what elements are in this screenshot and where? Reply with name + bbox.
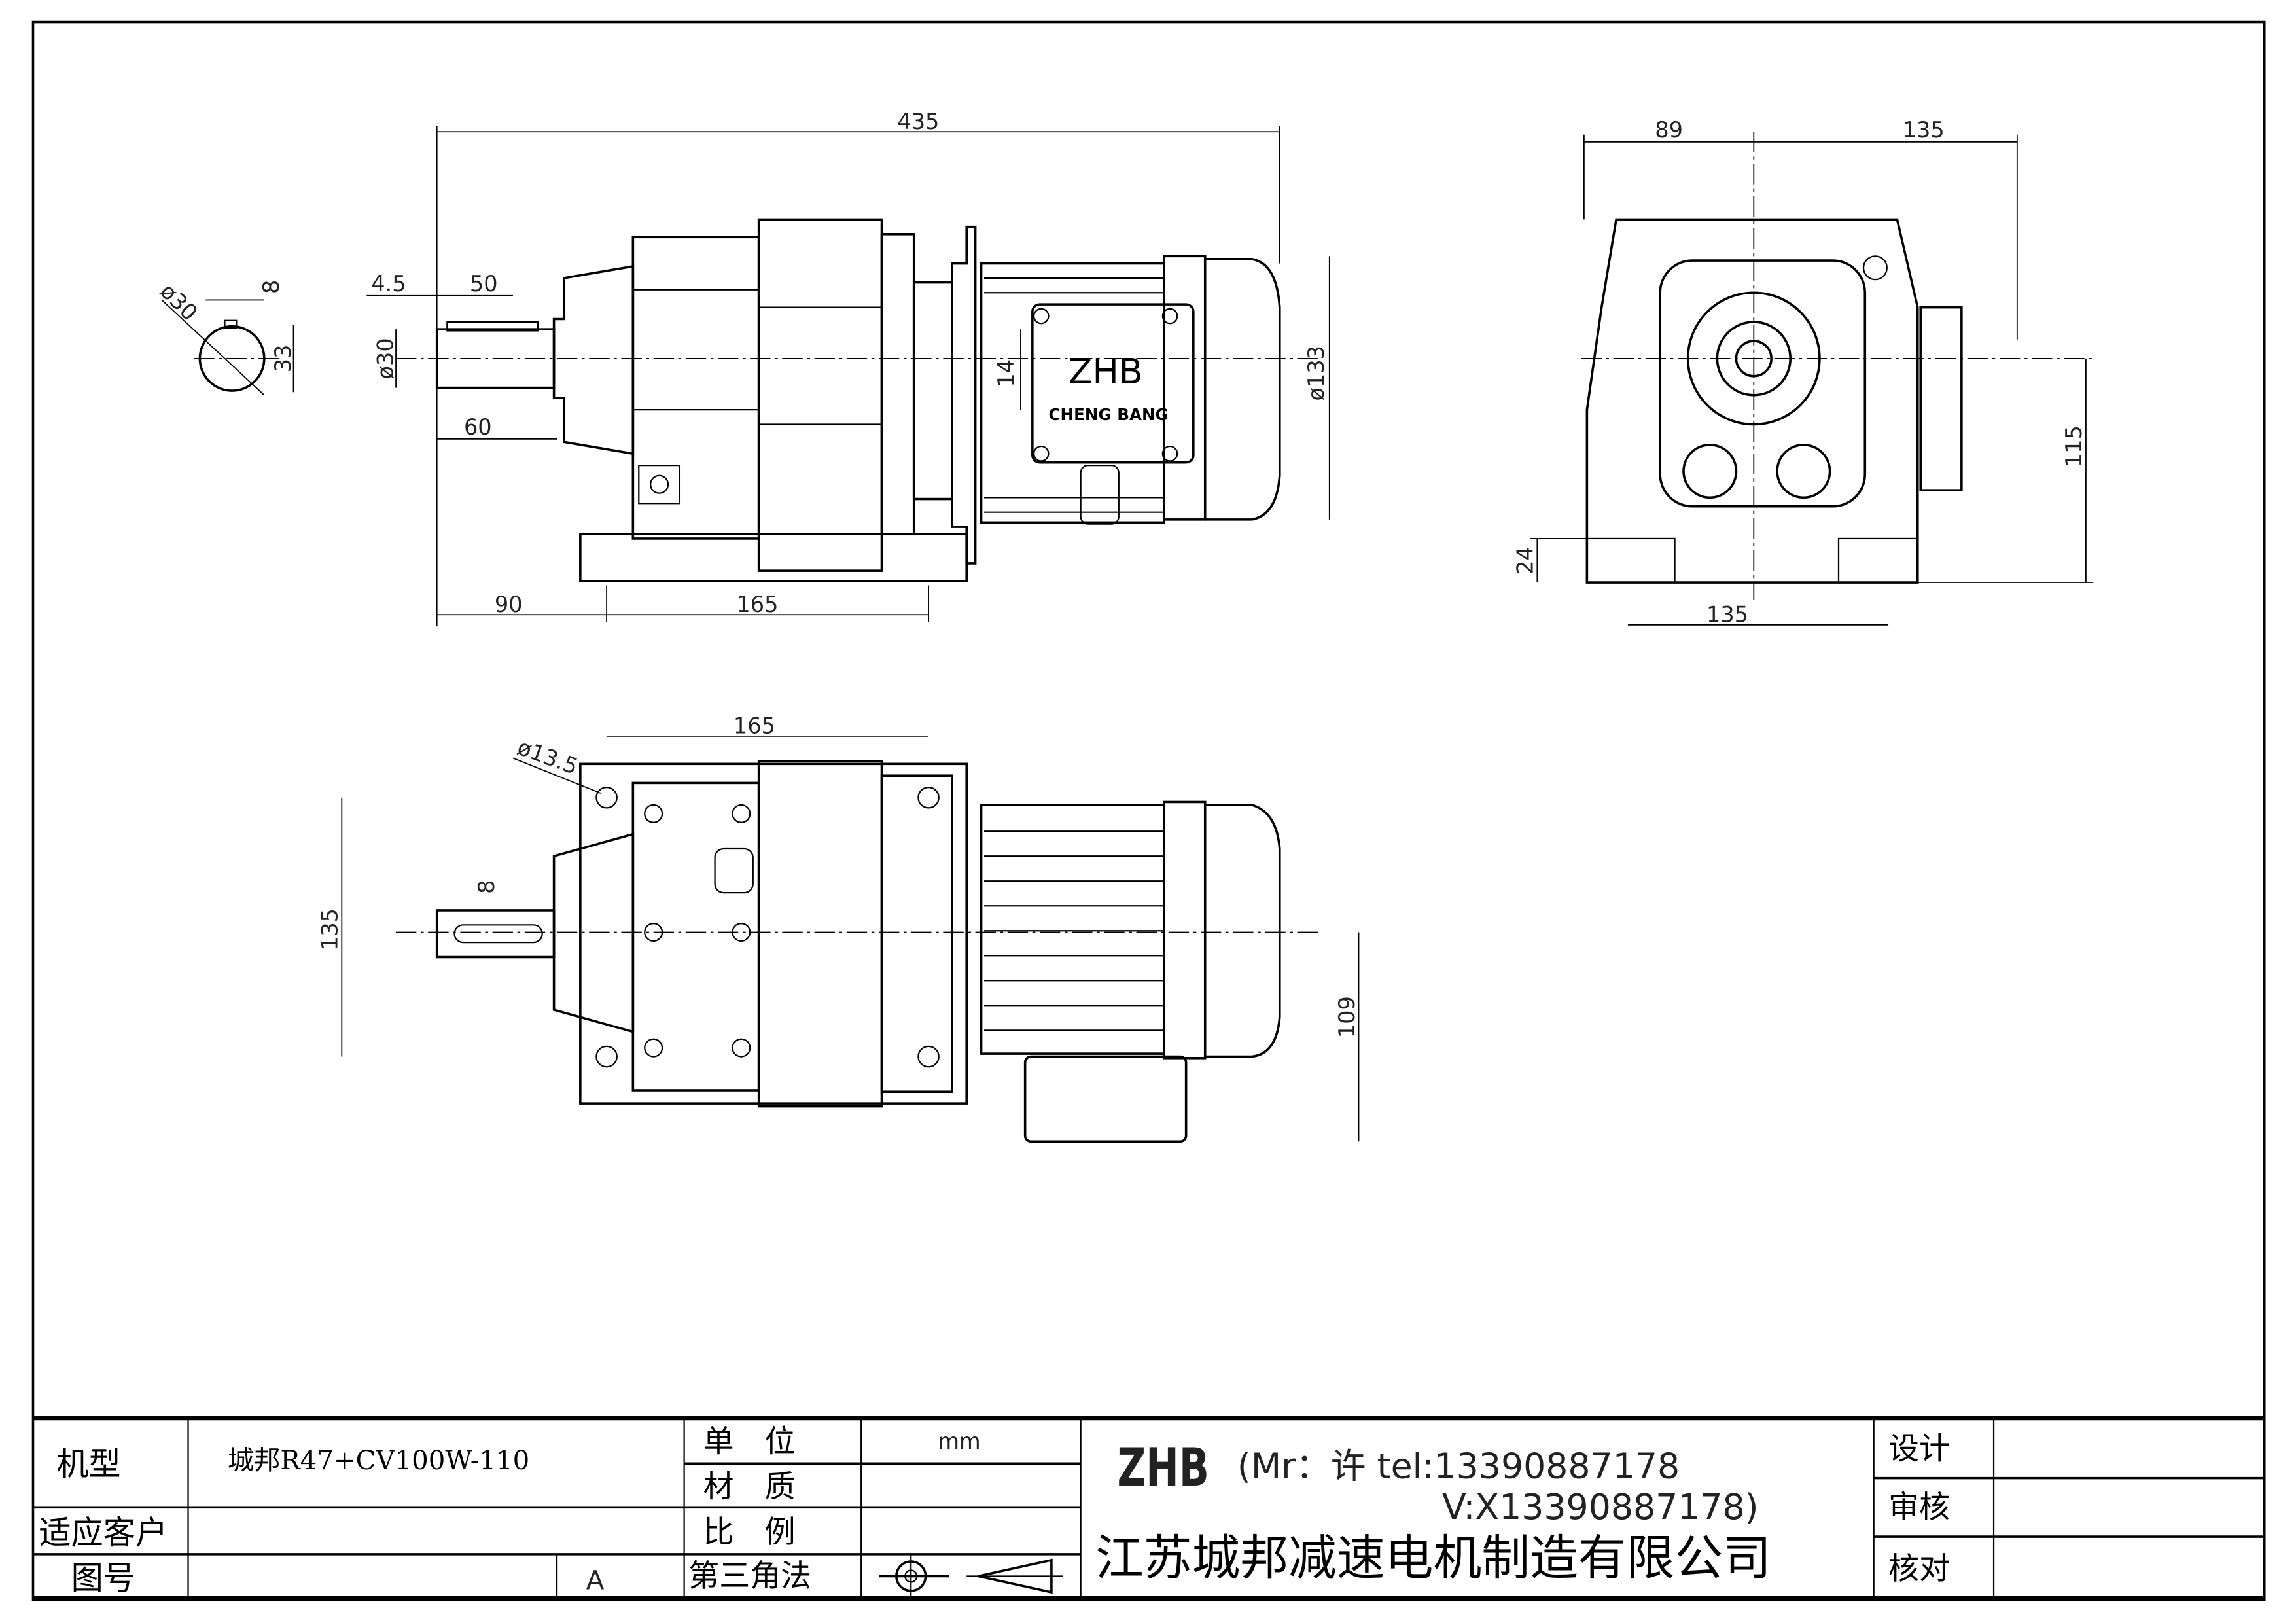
terminal-box (1031, 303, 1195, 464)
end-view: 89 135 115 24 135 (1513, 117, 2094, 627)
dim-shaft-dia: ø30 (373, 338, 398, 379)
revision-value: A (586, 1566, 605, 1596)
dim-24: 24 (1513, 546, 1538, 575)
company-name: 江苏城邦减速电机制造有限公司 (1095, 1531, 1771, 1586)
contact-line-1: (Mr：许 tel:13390887178 (1237, 1446, 1680, 1487)
section-height: 33 (270, 345, 296, 373)
dim-4-5: 4.5 (371, 271, 406, 296)
dim-435: 435 (897, 109, 939, 134)
third-angle-projection-symbol (879, 1554, 1063, 1598)
top-dim-109: 109 (1334, 996, 1360, 1038)
dim-89: 89 (1655, 117, 1683, 143)
top-dim-135: 135 (317, 908, 343, 950)
top-dim-165: 165 (733, 713, 775, 738)
dim-165: 165 (736, 592, 778, 617)
dim-50: 50 (470, 271, 498, 296)
design-label: 设计 (1888, 1431, 1950, 1467)
front-view: ZHB CHENG BANG 435 4.5 50 60 ø30 90 165 … (366, 109, 1330, 627)
dim-90: 90 (495, 592, 523, 617)
title-block: 机型 城邦R47+CV100W-110 适应客户 图号 A 单 位 mm 材 质… (33, 1416, 2265, 1601)
unit-label: 单 位 (703, 1423, 796, 1459)
brand-logo-text: ZHB (1069, 351, 1143, 392)
scale-label: 比 例 (703, 1514, 796, 1550)
brand-sub-text: CHENG BANG (1049, 405, 1169, 424)
dim-135-bottom: 135 (1706, 601, 1748, 627)
check-label: 核对 (1888, 1551, 1950, 1587)
material-label: 材 质 (703, 1469, 796, 1505)
dim-14: 14 (993, 359, 1019, 387)
brand-title: ZHB (1118, 1436, 1209, 1498)
customer-label: 适应客户 (39, 1514, 168, 1552)
review-label: 审核 (1888, 1489, 1950, 1525)
dim-60: 60 (464, 414, 492, 440)
model-value: 城邦R47+CV100W-110 (228, 1446, 529, 1476)
unit-value: mm (938, 1429, 980, 1454)
model-label: 机型 (56, 1445, 120, 1483)
projection-label: 第三角法 (688, 1558, 811, 1594)
dim-115: 115 (2061, 425, 2087, 467)
contact-line-2: V:X13390887178) (1442, 1486, 1759, 1527)
drawing-no-label: 图号 (71, 1560, 135, 1597)
dim-135-top: 135 (1903, 117, 1945, 143)
top-key: 8 (474, 880, 499, 893)
section-key: 8 (258, 280, 284, 294)
dim-motor-dia: ø133 (1303, 346, 1329, 401)
